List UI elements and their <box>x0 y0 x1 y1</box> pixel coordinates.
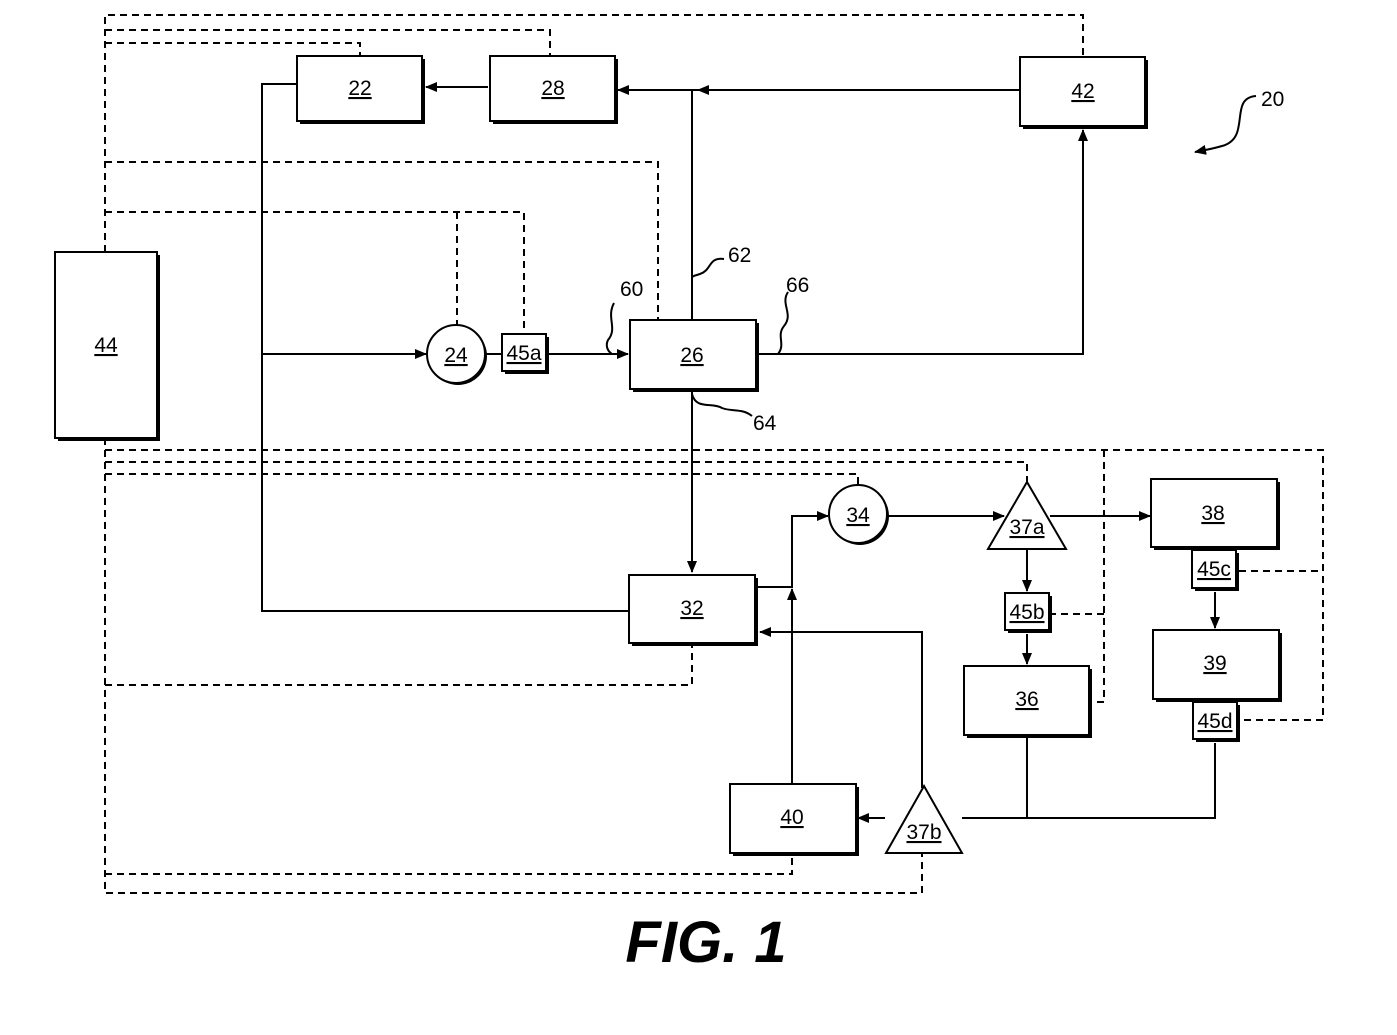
pump-24-label: 24 <box>444 344 468 367</box>
leader-66: 66 <box>786 274 809 297</box>
sensor-45a-label: 45a <box>506 342 541 365</box>
valve-37b-label: 37b <box>906 821 941 844</box>
leader-62: 62 <box>728 244 751 267</box>
node-32-label: 32 <box>680 597 703 620</box>
node-26: 26 <box>630 320 759 392</box>
valve-37a-label: 37a <box>1009 516 1044 539</box>
node-36: 36 <box>964 666 1092 738</box>
sensor-45a: 45a <box>502 334 549 374</box>
sensor-45d-label: 45d <box>1197 710 1232 733</box>
node-32: 32 <box>629 575 758 646</box>
sensor-45b-label: 45b <box>1009 601 1044 624</box>
sensor-45b: 45b <box>1005 593 1052 633</box>
node-42: 42 <box>1020 57 1148 129</box>
leader-60: 60 <box>620 278 643 301</box>
node-44-label: 44 <box>94 334 118 357</box>
sensor-45c-label: 45c <box>1197 558 1231 581</box>
sensor-45d: 45d <box>1193 702 1240 742</box>
node-28: 28 <box>490 56 618 124</box>
node-39-label: 39 <box>1203 652 1226 675</box>
node-39: 39 <box>1153 630 1282 702</box>
node-26-label: 26 <box>680 344 703 367</box>
pump-34: 34 <box>829 485 889 545</box>
control-lines <box>105 15 1323 893</box>
pump-24: 24 <box>427 325 487 385</box>
sensor-45c: 45c <box>1192 550 1239 591</box>
figure-caption: FIG. 1 <box>625 910 786 975</box>
node-38-label: 38 <box>1201 502 1224 525</box>
reference-20: 20 <box>1261 88 1284 111</box>
pump-34-label: 34 <box>846 504 870 527</box>
valve-37b: 37b <box>886 786 962 853</box>
node-40: 40 <box>730 784 859 856</box>
node-36-label: 36 <box>1015 688 1038 711</box>
node-28-label: 28 <box>541 77 564 100</box>
node-22-label: 22 <box>348 77 371 100</box>
node-22: 22 <box>297 56 425 124</box>
leader-64: 64 <box>753 412 777 435</box>
node-40-label: 40 <box>780 806 803 829</box>
node-38: 38 <box>1151 479 1280 550</box>
node-42-label: 42 <box>1071 80 1094 103</box>
node-44: 44 <box>55 252 160 441</box>
